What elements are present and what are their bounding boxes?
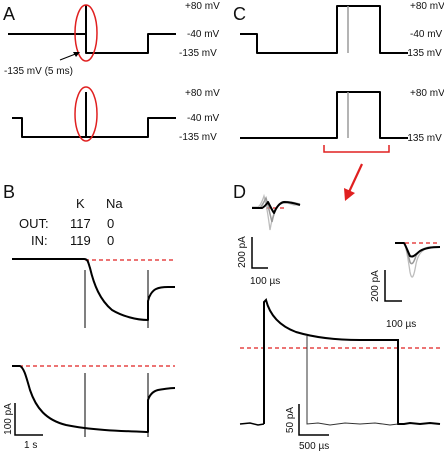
label-c-top-minus135: -135 mV xyxy=(404,48,442,59)
protocol-c-top xyxy=(240,5,408,54)
inset-right-trace xyxy=(395,242,441,258)
protocol-c-bottom xyxy=(240,91,408,139)
panel-label-a: A xyxy=(3,4,15,24)
prepulse-arrowhead-icon xyxy=(73,52,80,57)
table-row-out-label: OUT: xyxy=(19,216,49,231)
panel-label-c: C xyxy=(233,4,246,24)
label-c-bottom-minus135: -135 mV xyxy=(404,133,442,144)
table-row-out-k: 117 xyxy=(70,216,91,231)
scale-d-main-current: 50 pA xyxy=(285,407,296,433)
current-trace-d-short xyxy=(306,336,399,426)
highlight-bracket-c xyxy=(323,145,390,153)
scale-d-inset-left-time: 100 µs xyxy=(250,276,280,287)
label-a-bottom-plus80: +80 mV xyxy=(185,88,220,99)
table-head-na: Na xyxy=(106,196,123,211)
highlight-ellipse-a-bottom xyxy=(74,86,98,142)
scale-bar-d-inset-right xyxy=(384,270,402,302)
scale-d-inset-right-current: 200 pA xyxy=(370,270,381,302)
scale-bar-d-inset-left xyxy=(251,237,268,269)
scale-bar-d-main xyxy=(298,404,329,436)
table-row-in-label: IN: xyxy=(31,233,48,248)
scale-bar-b xyxy=(14,403,43,436)
table-head-k: K xyxy=(76,196,85,211)
current-trace-b-bottom xyxy=(12,365,176,433)
inset-left-gray-trace-1 xyxy=(252,193,300,231)
scale-b-time: 1 s xyxy=(24,440,37,451)
panel-label-b: B xyxy=(3,182,15,202)
inset-left-trace xyxy=(252,201,301,214)
table-row-in-k: 119 xyxy=(70,233,91,248)
label-a-top-plus80: +80 mV xyxy=(185,1,220,12)
label-a-bottom-minus135: -135 mV xyxy=(179,132,217,143)
scale-d-inset-right-time: 100 µs xyxy=(386,319,416,330)
scale-d-main-time: 500 µs xyxy=(299,441,329,452)
current-trace-b-top xyxy=(12,258,175,321)
label-a-top-minus40: -40 mV xyxy=(187,29,220,40)
label-a-top-minus135: -135 mV xyxy=(179,48,217,59)
current-trace-d-baseline xyxy=(239,422,265,426)
table-row-in-na: 0 xyxy=(107,233,114,248)
table-row-out-na: 0 xyxy=(107,216,114,231)
highlight-ellipse-a-top xyxy=(74,4,98,62)
scale-d-inset-left-current: 200 pA xyxy=(237,236,248,268)
protocol-a-top xyxy=(8,33,176,54)
label-c-top-plus80: +80 mV xyxy=(410,1,444,12)
zoom-arrowhead-icon xyxy=(344,188,355,201)
zoom-arrow xyxy=(348,163,363,193)
scale-b-current: 100 pA xyxy=(3,403,14,435)
panel-label-d: D xyxy=(233,182,246,202)
label-a-bottom-minus40: -40 mV xyxy=(187,113,220,124)
label-c-bottom-plus80: +80 mV xyxy=(410,88,444,99)
label-a-prepulse: -135 mV (5 ms) xyxy=(4,66,73,77)
label-c-top-minus40: -40 mV xyxy=(410,29,443,40)
